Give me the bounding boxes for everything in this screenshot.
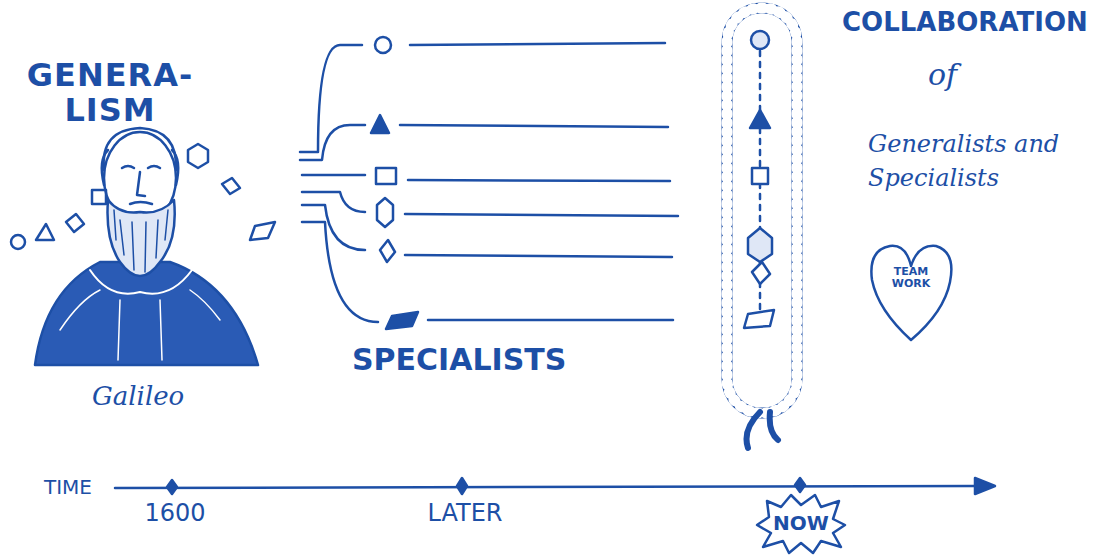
portrait-name: Galileo xyxy=(92,382,232,412)
node-text: NOW xyxy=(757,512,845,534)
heading-generalism: GENERA- LISM xyxy=(10,58,210,128)
rope-loop xyxy=(727,8,797,448)
generalist-shapes xyxy=(11,144,275,249)
now-burst: NOW xyxy=(757,493,845,553)
specialist-branches xyxy=(300,37,678,329)
heading-collaboration: COLLABORATION xyxy=(842,8,1110,38)
axis-title: TIME xyxy=(44,476,114,499)
subheading: Generalists and Specialists xyxy=(868,128,1078,195)
time-marker: LATER xyxy=(420,500,510,528)
teamwork-heart-outline xyxy=(868,240,954,344)
heading-specialists: SPECIALISTS xyxy=(352,343,672,378)
connector-word: of xyxy=(928,58,988,93)
time-marker: 1600 xyxy=(140,500,210,528)
node-text: TEAM WORK xyxy=(868,266,954,290)
teamwork-heart: TEAM WORK xyxy=(868,240,954,344)
timeline-arrow xyxy=(115,478,995,494)
galileo-portrait xyxy=(35,128,258,365)
